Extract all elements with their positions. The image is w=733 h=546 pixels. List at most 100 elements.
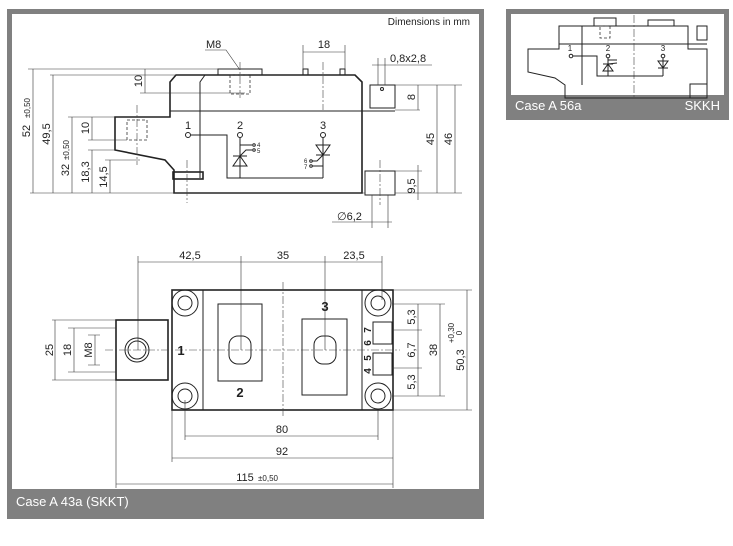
dim-pin: 0,8x2,8 xyxy=(390,53,426,65)
units-note: Dimensions in mm xyxy=(388,17,470,28)
skkh-circuit-wire xyxy=(573,55,663,77)
case-a43a-caption: Case A 43a (SKKT) xyxy=(16,494,129,509)
skkh-diode-icon xyxy=(657,58,669,76)
terminal-3-label: 3 xyxy=(320,120,326,132)
m8-leader-line xyxy=(205,49,241,71)
top-terminal-4-label: 4 xyxy=(363,368,374,374)
terminal-5-label: 5 xyxy=(257,149,261,155)
dim-23-5: 23,5 xyxy=(343,250,364,262)
dim-18-line xyxy=(302,45,346,69)
dim-9-5: 9,5 xyxy=(406,178,418,193)
mounting-hole-icon xyxy=(364,289,392,317)
mounting-hole-icon xyxy=(364,382,392,410)
skkh-nut xyxy=(593,17,617,27)
terminal-4-icon xyxy=(252,143,256,147)
mounting-holes xyxy=(171,289,392,410)
circuit-wire xyxy=(191,134,323,179)
top-terminal-2-label: 2 xyxy=(236,385,243,400)
dim-pin-line xyxy=(372,58,432,85)
terminal-6-label: 6 xyxy=(304,159,308,165)
dim-115: 115 xyxy=(236,472,254,484)
skkh-thyristor-icon xyxy=(602,58,618,76)
dim-35: 35 xyxy=(277,250,289,262)
dim-18: 18 xyxy=(318,39,330,51)
dim-52-tol: ±0,50 xyxy=(23,97,32,118)
side-view: Dimensions in mm 1 2 4 5 3 xyxy=(21,17,470,228)
housing-inner-edge xyxy=(199,74,206,178)
top-terminal-6-label: 6 xyxy=(363,340,374,346)
dim-8: 8 xyxy=(406,94,418,100)
terminal-4-label: 4 xyxy=(257,143,261,149)
skkh-aux-connector-top xyxy=(696,25,708,41)
aux-connector-67 xyxy=(372,321,393,345)
circuit-schematic: 1 2 4 5 3 6 7 xyxy=(185,120,331,179)
terminal-3-pad xyxy=(301,318,348,396)
dim-42-5: 42,5 xyxy=(179,250,200,262)
case-a56a-caption: Case A 56a xyxy=(515,97,582,113)
terminal-2-pad xyxy=(217,303,263,382)
terminal-stud-left xyxy=(302,68,309,76)
dimension-lines xyxy=(32,69,146,193)
dim-hole-line xyxy=(332,195,392,228)
bottom-dimension-lines xyxy=(115,380,394,488)
mounting-hole-icon xyxy=(171,289,199,317)
top-terminal-1-label: 1 xyxy=(177,343,184,358)
terminal-7-label: 7 xyxy=(304,165,308,171)
dim-45: 45 xyxy=(425,133,437,145)
skkh-terminal-3-label: 3 xyxy=(661,44,666,53)
dim-50-3-tol-minus: 0 xyxy=(455,330,464,335)
mounting-hole-icon xyxy=(370,388,386,404)
case-a56a-panel: Case A 56a SKKH xyxy=(506,9,729,120)
mounting-foot xyxy=(172,171,204,180)
top-terminal-5-label: 5 xyxy=(363,355,374,361)
dim-50-3-tol-plus: +0,30 xyxy=(447,322,456,343)
thread-m8-label: M8 xyxy=(206,39,221,51)
mounting-hole-icon xyxy=(370,295,386,311)
skkh-aux-connector-bottom xyxy=(689,83,708,99)
skkh-terminal-1-label: 1 xyxy=(568,44,573,53)
terminal-5-icon xyxy=(252,148,256,152)
skkh-terminal-1-icon xyxy=(568,53,574,59)
skkh-terminal-2-label: 2 xyxy=(606,44,611,53)
dim-6-7: 6,7 xyxy=(406,342,418,357)
dim-18-3: 18,3 xyxy=(80,161,92,182)
dim-32-tol: ±0,50 xyxy=(62,139,71,160)
skkh-hidden-thread xyxy=(599,25,611,39)
terminal-1-screw-icon xyxy=(127,340,147,360)
thyristor-2-icon xyxy=(312,138,331,178)
terminal-7-icon xyxy=(309,164,313,168)
dim-10-top: 10 xyxy=(133,75,145,87)
skkh-terminal-stud xyxy=(647,19,675,27)
terminal-2-label: 2 xyxy=(237,120,243,132)
mounting-hole-icon xyxy=(177,295,193,311)
dim-18-top: 18 xyxy=(62,344,74,356)
dim-hole: ∅6,2 xyxy=(337,211,362,223)
case-a43a-panel: Case A 43a (SKKT) xyxy=(7,9,484,519)
dim-25: 25 xyxy=(44,344,56,356)
dim-52: 52 xyxy=(21,125,33,137)
right-dimension-lines xyxy=(392,289,472,411)
left-dimension-lines xyxy=(52,319,116,381)
extension-lines xyxy=(28,68,365,194)
skkh-side-view: 1 2 3 xyxy=(527,15,708,99)
top-terminal-7-label: 7 xyxy=(363,327,374,333)
terminal-3-icon xyxy=(320,132,326,138)
dim-m8: M8 xyxy=(83,342,95,357)
dim-92: 92 xyxy=(276,446,288,458)
dim-50-3: 50,3 xyxy=(455,349,467,370)
terminal-6-icon xyxy=(309,159,313,163)
dim-38: 38 xyxy=(428,344,440,356)
terminal-1-label: 1 xyxy=(185,120,191,132)
aux-pin-icon xyxy=(380,87,384,91)
dim-115-tol: ±0,50 xyxy=(258,474,279,483)
terminal-stud-right xyxy=(339,68,346,76)
thyristor-1-icon xyxy=(232,138,252,178)
case-a43a-caption-bar: Case A 43a (SKKT) xyxy=(12,489,479,514)
dim-14-5: 14,5 xyxy=(98,166,110,187)
case-a56a-caption-bar: Case A 56a SKKH xyxy=(511,95,724,115)
case-a56a-type: SKKH xyxy=(684,97,720,113)
aux-connector-45 xyxy=(372,352,393,376)
dim-80: 80 xyxy=(276,424,288,436)
dim-10-tab: 10 xyxy=(80,122,92,134)
dim-5-3-top: 5,3 xyxy=(406,309,418,324)
